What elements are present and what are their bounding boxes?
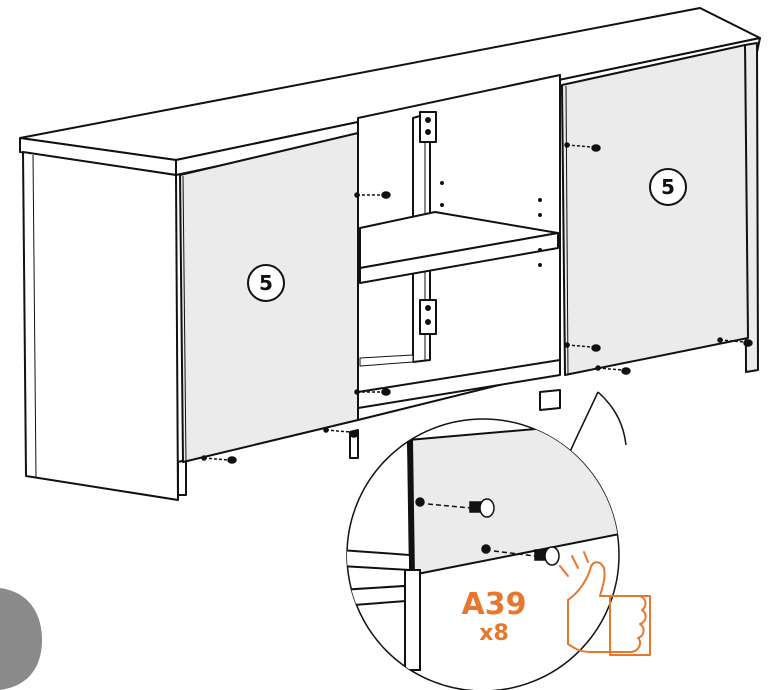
door-label-left: 5 xyxy=(259,271,273,295)
hinge-upper xyxy=(419,111,437,143)
page-tab xyxy=(0,588,42,690)
magnifier-callout xyxy=(346,391,627,690)
screw-icon xyxy=(201,455,237,464)
screw-icon xyxy=(354,191,391,199)
cabinet xyxy=(19,7,761,501)
thumbs-up-icon xyxy=(559,551,651,656)
screw-icon xyxy=(415,497,495,518)
part-code: A39 xyxy=(462,587,527,622)
screw-icon xyxy=(354,388,391,396)
screw-icon xyxy=(717,337,753,347)
door-label-right: 5 xyxy=(661,175,675,199)
screw-icon xyxy=(323,427,359,438)
screws xyxy=(201,142,753,464)
screw-icon xyxy=(481,544,560,566)
screw-icon xyxy=(564,142,601,152)
left-door: 5 xyxy=(179,132,359,463)
door-badge-left xyxy=(247,264,285,302)
shelf-pin-holes xyxy=(440,181,542,267)
right-door: 5 xyxy=(561,44,749,376)
screw-icon xyxy=(595,365,631,375)
door-badge-right xyxy=(649,168,687,206)
left-side-panel xyxy=(22,151,179,501)
hinge-lower xyxy=(419,299,437,335)
screw-icon xyxy=(564,342,601,352)
part-quantity: x8 xyxy=(479,621,509,646)
